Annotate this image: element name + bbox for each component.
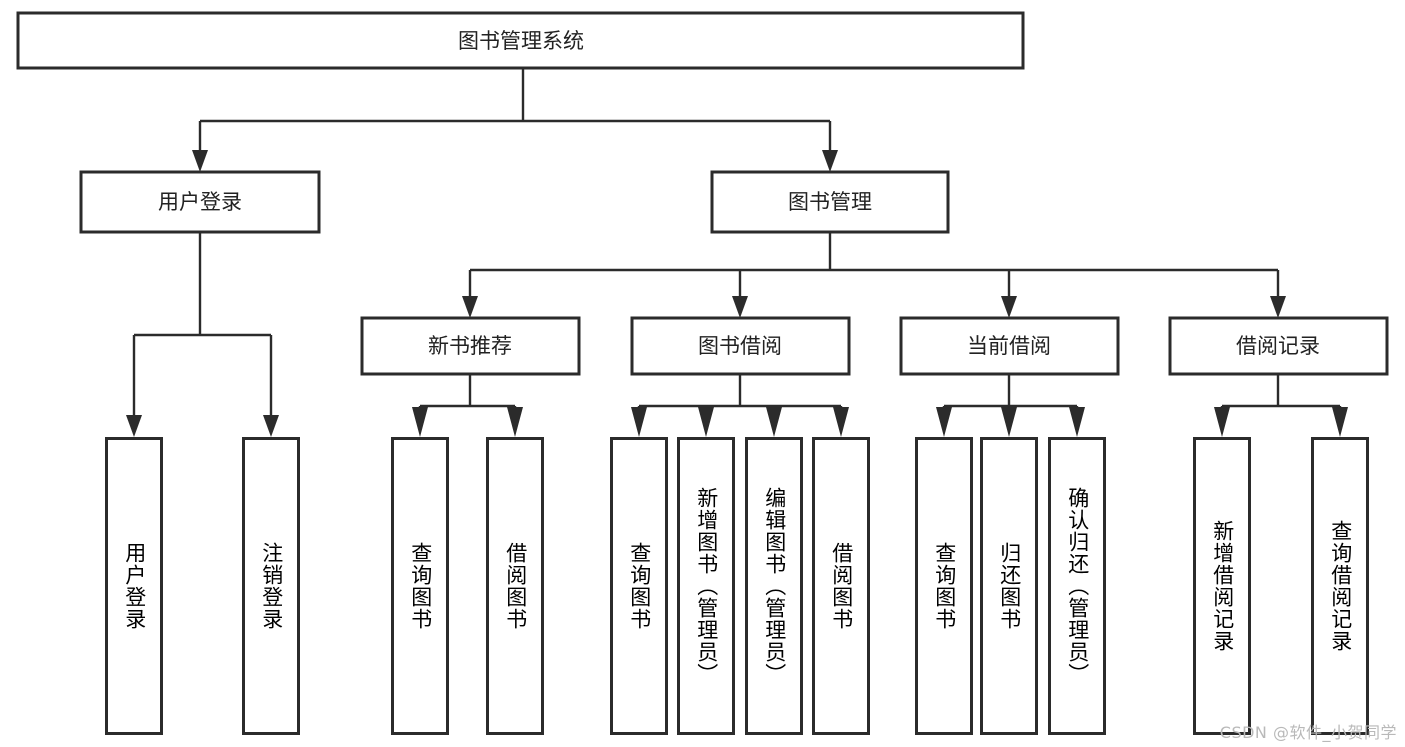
node-leaf-add-borrow-record-label: 新增借阅记录	[1210, 520, 1235, 652]
connector-root-to-level2	[192, 68, 838, 172]
node-root-label: 图书管理系统	[458, 29, 584, 53]
node-leaf-borrow-book-1-label: 借阅图书	[503, 542, 528, 630]
node-leaf-return-book-label: 归还图书	[997, 542, 1022, 630]
node-leaf-add-book-admin[interactable]: 新增图书（管理员）	[677, 437, 735, 735]
node-leaf-query-borrow-record[interactable]: 查询借阅记录	[1311, 437, 1369, 735]
arrow-to-leaf-logout-login	[263, 415, 279, 437]
node-user-login[interactable]: 用户登录	[79, 170, 321, 234]
node-new-book-recommend[interactable]: 新书推荐	[360, 316, 581, 376]
arrow-to-leaf-user-login	[126, 415, 142, 437]
arrow-to-book-borrow	[732, 296, 748, 318]
arrow-to-current-borrow	[1001, 296, 1017, 318]
node-leaf-borrow-book-2[interactable]: 借阅图书	[812, 437, 870, 735]
arrow-to-leaf-query-book-3	[936, 407, 952, 437]
node-book-borrow-label: 图书借阅	[698, 334, 782, 358]
node-borrow-record[interactable]: 借阅记录	[1168, 316, 1389, 376]
node-current-borrow-label: 当前借阅	[967, 334, 1051, 358]
node-leaf-query-book-3-label: 查询图书	[932, 542, 957, 630]
node-borrow-record-label: 借阅记录	[1236, 334, 1320, 358]
arrow-to-leaf-add-book-admin	[698, 407, 714, 437]
connector-book-borrow-to-leaves	[631, 374, 849, 437]
node-book-borrow[interactable]: 图书借阅	[630, 316, 851, 376]
node-book-management[interactable]: 图书管理	[710, 170, 950, 234]
node-leaf-edit-book-admin-label: 编辑图书（管理员）	[762, 487, 787, 685]
node-leaf-borrow-book-1[interactable]: 借阅图书	[486, 437, 544, 735]
node-user-login-label: 用户登录	[158, 190, 242, 214]
node-leaf-logout-login-label: 注销登录	[259, 542, 284, 630]
arrow-to-leaf-confirm-return-admin	[1069, 407, 1085, 437]
node-leaf-query-book-2[interactable]: 查询图书	[610, 437, 668, 735]
node-leaf-user-login[interactable]: 用户登录	[105, 437, 163, 735]
arrow-to-leaf-query-book-2	[631, 407, 647, 437]
node-leaf-query-borrow-record-label: 查询借阅记录	[1328, 520, 1353, 652]
node-leaf-edit-book-admin[interactable]: 编辑图书（管理员）	[745, 437, 803, 735]
node-book-management-label: 图书管理	[788, 190, 872, 214]
connector-new-book-recommend-to-leaves	[412, 374, 523, 437]
connector-current-borrow-to-leaves	[936, 374, 1085, 437]
connector-book-management-to-level3	[462, 232, 1286, 318]
node-leaf-borrow-book-2-label: 借阅图书	[829, 542, 854, 630]
node-leaf-query-book-3[interactable]: 查询图书	[915, 437, 973, 735]
node-current-borrow[interactable]: 当前借阅	[899, 316, 1120, 376]
node-leaf-query-book-2-label: 查询图书	[627, 542, 652, 630]
arrow-to-leaf-borrow-book-1	[507, 407, 523, 437]
csdn-watermark: CSDN @软件_小贺同学	[1219, 723, 1397, 742]
node-leaf-add-borrow-record[interactable]: 新增借阅记录	[1193, 437, 1251, 735]
arrow-to-user-login	[192, 150, 208, 172]
node-leaf-confirm-return-admin-label: 确认归还（管理员）	[1065, 487, 1090, 685]
node-leaf-query-book-1[interactable]: 查询图书	[391, 437, 449, 735]
node-new-book-recommend-label: 新书推荐	[428, 334, 512, 358]
arrow-to-leaf-edit-book-admin	[766, 407, 782, 437]
arrow-to-leaf-add-borrow-record	[1214, 407, 1230, 437]
node-root[interactable]: 图书管理系统	[16, 11, 1025, 70]
arrow-to-leaf-borrow-book-2	[833, 407, 849, 437]
node-leaf-confirm-return-admin[interactable]: 确认归还（管理员）	[1048, 437, 1106, 735]
node-leaf-user-login-label: 用户登录	[122, 542, 147, 630]
arrow-to-book-management	[822, 150, 838, 172]
connector-borrow-record-to-leaves	[1214, 374, 1348, 437]
arrow-to-leaf-query-book-1	[412, 407, 428, 437]
arrow-to-borrow-record	[1270, 296, 1286, 318]
arrow-to-new-book-recommend	[462, 296, 478, 318]
arrow-to-leaf-query-borrow-record	[1332, 407, 1348, 437]
connector-user-login-to-leaves	[126, 232, 279, 437]
node-leaf-return-book[interactable]: 归还图书	[980, 437, 1038, 735]
arrow-to-leaf-return-book	[1001, 407, 1017, 437]
node-leaf-query-book-1-label: 查询图书	[408, 542, 433, 630]
node-leaf-logout-login[interactable]: 注销登录	[242, 437, 300, 735]
node-leaf-add-book-admin-label: 新增图书（管理员）	[694, 487, 719, 685]
